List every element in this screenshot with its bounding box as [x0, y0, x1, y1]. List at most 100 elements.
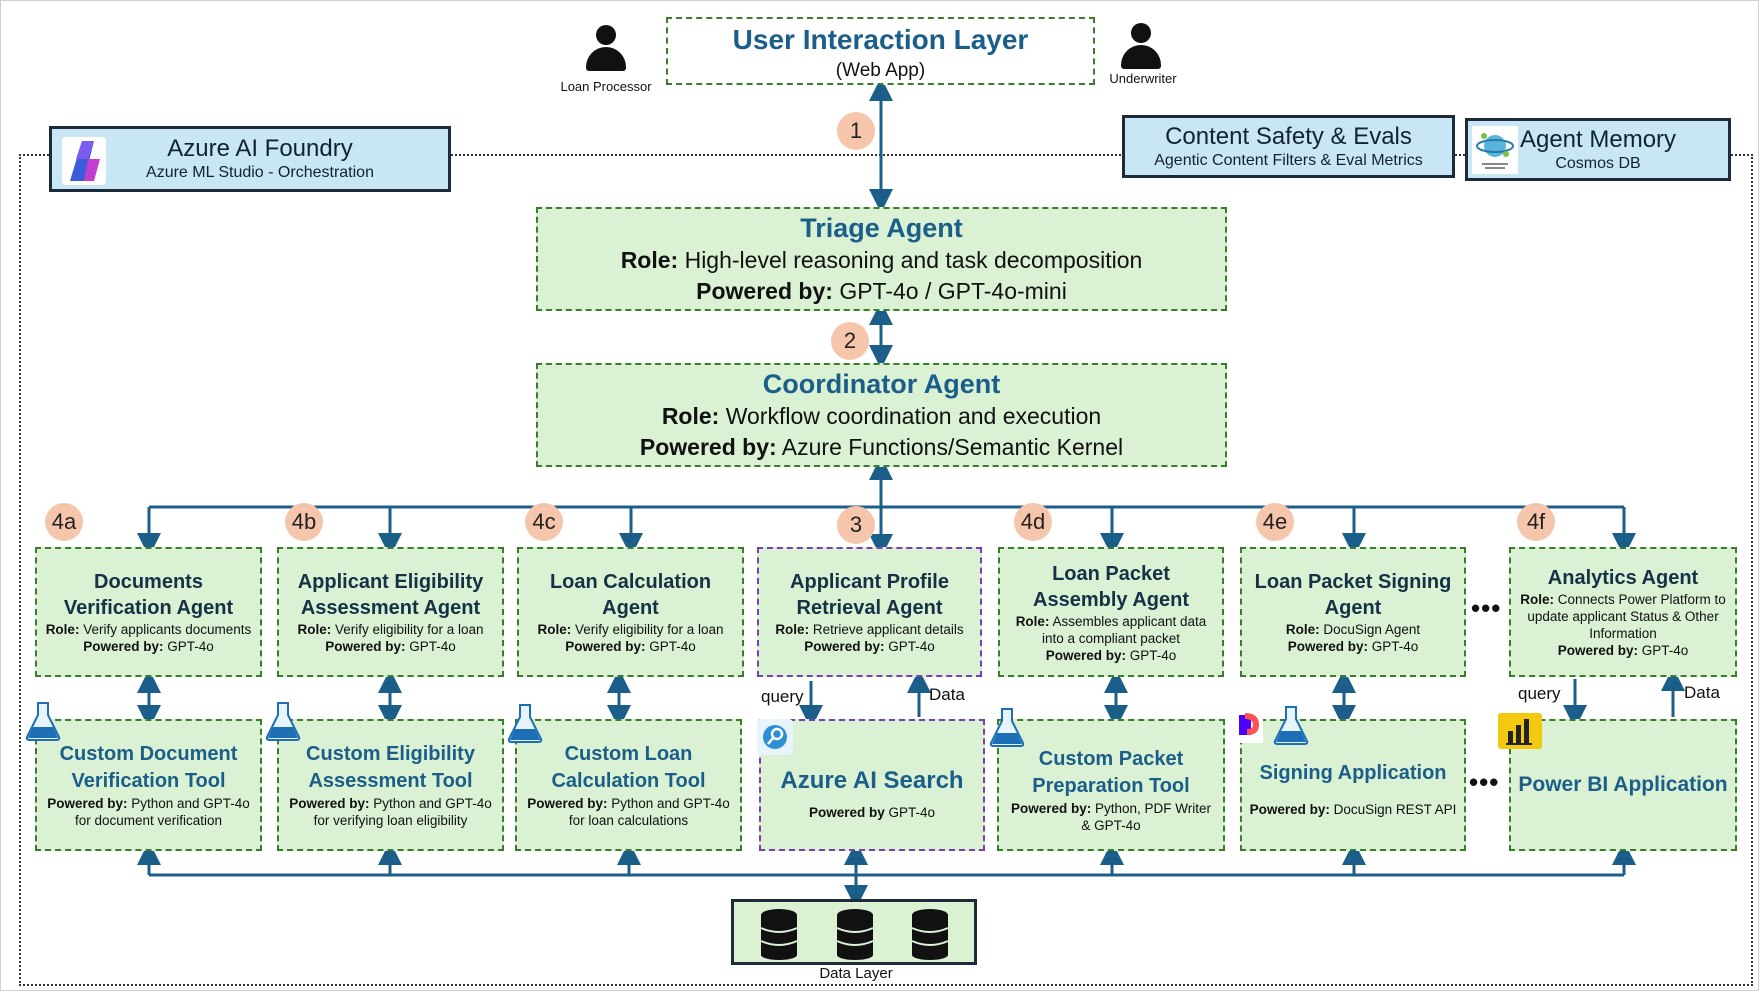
agent-powered: GPT-4o: [1129, 647, 1177, 663]
cosmos-db-icon: [1472, 126, 1518, 174]
data-layer-label: Data Layer: [819, 965, 893, 982]
agent-title: Loan Packet Assembly Agent: [1033, 562, 1189, 611]
tool-powered-label: Powered by:: [1249, 802, 1330, 817]
agent-loan-packet-signing: Loan Packet Signing Agent Role: DocuSign…: [1240, 547, 1466, 677]
azure-ml-flask-icon: [1273, 706, 1309, 745]
content-safety-box: Content Safety & Evals Agentic Content F…: [1122, 115, 1455, 178]
database-icon: [760, 909, 798, 960]
azure-ml-flask-icon: [989, 708, 1025, 747]
more-agents-ellipsis: •••: [1471, 593, 1502, 623]
agent-title: Documents Verification Agent: [63, 571, 234, 619]
agent-powered: GPT-4o: [167, 639, 214, 654]
agent-role-label: Role:: [45, 622, 80, 637]
agent-powered-label: Powered by:: [565, 639, 646, 654]
agent-title: Loan Packet Signing Agent: [1254, 571, 1452, 619]
agent-powered-label: Powered by:: [804, 639, 885, 654]
azure-ai-search-icon: [757, 719, 793, 755]
tool-packet-preparation: Custom Packet Preparation Tool Powered b…: [997, 719, 1225, 851]
content-safety-title: Content Safety & Evals: [1165, 123, 1412, 150]
step-badge-2: 2: [831, 322, 869, 360]
tool-powered-label: Powered by:: [527, 796, 608, 811]
coordinator-powered-label: Powered by:: [639, 434, 777, 460]
agent-role-label: Role:: [537, 622, 572, 637]
triage-powered-label: Powered by:: [696, 278, 833, 304]
coordinator-role-label: Role:: [661, 403, 720, 429]
triage-role: High-level reasoning and task decomposit…: [684, 247, 1143, 273]
database-icon: [911, 909, 949, 960]
agent-role-label: Role:: [775, 622, 810, 637]
triage-role-label: Role:: [620, 247, 679, 273]
user-label-underwriter: Underwriter: [1109, 71, 1177, 86]
coordinator-powered: Azure Functions/Semantic Kernel: [781, 434, 1124, 460]
agent-memory-box: Agent Memory Cosmos DB: [1465, 118, 1731, 181]
agent-title: Analytics Agent: [1547, 567, 1699, 589]
docusign-icon: [1233, 707, 1263, 743]
agent-applicant-profile-retrieval: Applicant Profile Retrieval Agent Role: …: [757, 547, 982, 677]
agent-powered-label: Powered by:: [83, 639, 164, 654]
agent-memory-subtitle: Cosmos DB: [1555, 155, 1641, 172]
tool-powered: GPT-4o: [888, 804, 936, 820]
step-badge-4f: 4f: [1517, 503, 1555, 541]
agent-role-label: Role:: [1285, 622, 1320, 637]
step-badge-4c: 4c: [525, 503, 563, 541]
step-badge-4e: 4e: [1256, 503, 1294, 541]
tool-title: Power BI Application: [1518, 773, 1728, 796]
edge-label-query: query: [761, 687, 804, 706]
coordinator-agent: Coordinator Agent Role: Workflow coordin…: [536, 363, 1227, 467]
azure-ai-foundry-icon: [62, 137, 106, 185]
tool-azure-ai-search: Azure AI Search Powered by GPT-4o: [759, 719, 985, 851]
agent-powered-label: Powered by:: [325, 639, 406, 654]
tool-eligibility-assessment: Custom Eligibility Assessment Tool Power…: [277, 719, 504, 851]
tool-powered: Python, PDF Writer & GPT-4o: [1081, 801, 1212, 833]
azure-ml-flask-icon: [507, 704, 543, 743]
more-tools-ellipsis: •••: [1469, 767, 1500, 797]
tool-powered-label: Powered by:: [47, 796, 128, 811]
agent-role: Verify eligibility for a loan: [574, 622, 724, 637]
power-bi-icon: [1498, 713, 1542, 749]
agent-role-label: Role:: [1520, 592, 1554, 607]
agent-analytics: Analytics Agent Role: Connects Power Pla…: [1509, 547, 1737, 677]
step-badge-4d: 4d: [1014, 503, 1052, 541]
tool-powered: Python and GPT-4o for loan calculations: [568, 796, 730, 828]
agent-applicant-eligibility: Applicant Eligibility Assessment Agent R…: [277, 547, 504, 677]
agent-loan-calculation: Loan Calculation Agent Role: Verify elig…: [517, 547, 744, 677]
agent-powered-label: Powered by:: [1045, 647, 1126, 663]
azure-ai-foundry-box: Azure AI Foundry Azure ML Studio - Orche…: [49, 126, 451, 192]
content-safety-subtitle: Agentic Content Filters & Eval Metrics: [1154, 152, 1423, 169]
foundry-subtitle: Azure ML Studio - Orchestration: [146, 164, 374, 181]
agent-role-label: Role:: [1015, 613, 1050, 629]
agent-powered: GPT-4o: [888, 639, 935, 654]
agent-title: Applicant Eligibility Assessment Agent: [297, 571, 484, 619]
user-label-loan-processor: Loan Processor: [560, 79, 652, 94]
triage-powered: GPT-4o / GPT-4o-mini: [839, 278, 1067, 304]
foundry-title: Azure AI Foundry: [167, 135, 353, 162]
tool-powered: Python and GPT-4o for verifying loan eli…: [313, 796, 492, 828]
agent-title: Loan Calculation Agent: [549, 571, 712, 619]
agent-role: Verify eligibility for a loan: [334, 622, 484, 637]
edge-label-data: Data: [1684, 683, 1720, 702]
tool-powered-label: Powered by:: [289, 796, 370, 811]
tool-title: Custom Packet Preparation Tool: [1032, 748, 1190, 797]
coordinator-role: Workflow coordination and execution: [725, 403, 1102, 429]
step-badge-1: 1: [837, 112, 875, 150]
agent-role: Connects Power Platform to update applic…: [1527, 592, 1726, 641]
coordinator-title: Coordinator Agent: [762, 369, 1001, 399]
tool-title: Custom Document Verification Tool: [59, 743, 238, 792]
agent-role: Retrieve applicant details: [812, 622, 964, 637]
tool-title: Azure AI Search: [780, 766, 964, 794]
agent-memory-title: Agent Memory: [1519, 126, 1677, 153]
agent-powered: GPT-4o: [1641, 643, 1689, 658]
tool-title: Signing Application: [1259, 762, 1447, 784]
user-layer-title: User Interaction Layer: [732, 24, 1029, 55]
data-layer-box: [731, 899, 977, 965]
agent-powered: GPT-4o: [409, 639, 456, 654]
agent-role-label: Role:: [297, 622, 332, 637]
step-badge-3: 3: [837, 506, 875, 544]
tool-powered-label: Powered by:: [1010, 801, 1092, 816]
step-badge-4a: 4a: [45, 503, 83, 541]
agent-powered-label: Powered by:: [1557, 643, 1638, 658]
azure-ml-flask-icon: [265, 702, 301, 741]
triage-title: Triage Agent: [800, 213, 963, 243]
